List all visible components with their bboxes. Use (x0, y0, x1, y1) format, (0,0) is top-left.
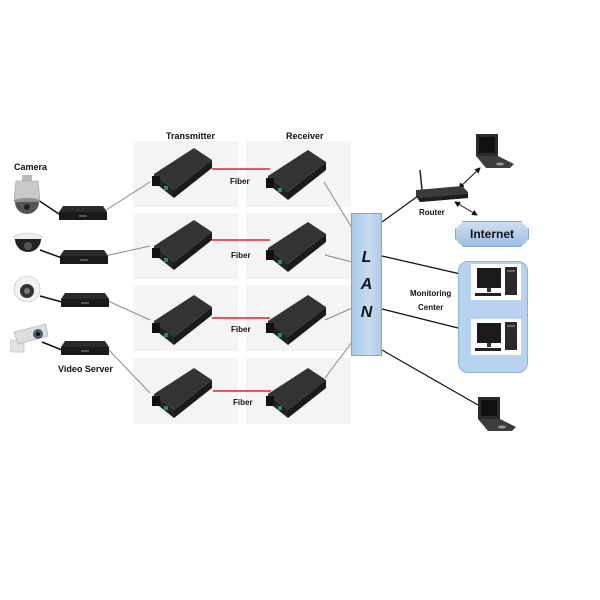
video-server-icon-4 (61, 341, 109, 355)
receiver-label: Receiver (286, 131, 324, 141)
transmitter-converter-icon-4 (152, 368, 212, 418)
transmitter-converter-icon-3 (152, 295, 212, 345)
video-server-icon-3 (61, 293, 109, 307)
lan-cable-1 (323, 181, 353, 229)
lan-cable-2 (324, 254, 353, 263)
video-server-icon-2 (60, 250, 108, 264)
video-server-icon-1 (59, 206, 107, 220)
video-server-label: Video Server (58, 364, 113, 374)
camera-cable-4 (41, 341, 63, 351)
lan-switch: L A N (351, 213, 382, 356)
internet-cloud: Internet (455, 221, 529, 247)
router-internet-arrow (454, 201, 478, 216)
lan-cable-3 (324, 307, 353, 321)
router-label: Router (419, 208, 445, 217)
router-laptop-arrow (458, 167, 481, 189)
laptop-icon-top (476, 134, 514, 168)
ptz-camera-icon (13, 175, 41, 214)
transmitter-converter-icon-1 (152, 148, 212, 198)
lan-router-cable (381, 195, 419, 223)
camera-cable-1 (37, 199, 63, 217)
lan-letter-l: L (361, 249, 372, 266)
camera-cable-3 (39, 295, 63, 303)
transmitter-label: Transmitter (166, 131, 216, 141)
lan-letter-a: A (360, 276, 373, 293)
fiber-label-3: Fiber (231, 325, 251, 334)
laptop-icon-bottom (478, 397, 516, 431)
bullet-camera-icon (10, 323, 49, 353)
receiver-converter-icon-3 (266, 295, 326, 345)
fiber-label-1: Fiber (230, 177, 250, 186)
server-cable-4 (107, 348, 151, 394)
desktop-computer-icon-1 (471, 264, 521, 300)
lan-letter-n: N (360, 304, 373, 321)
monitoring-center-label-line2: Center (418, 303, 444, 312)
ir-dome-camera-icon (13, 275, 41, 303)
receiver-converter-icon-1 (266, 150, 326, 200)
camera-cable-2 (39, 249, 63, 259)
receiver-converter-icon-4 (266, 368, 326, 418)
server-cable-1 (102, 181, 151, 213)
server-cable-2 (104, 245, 151, 257)
lan-cable-4 (324, 341, 353, 379)
desktop-computer-icon-2 (471, 319, 521, 355)
router-icon (416, 169, 468, 202)
monitoring-center-label-line1: Monitoring (410, 289, 452, 298)
fiber-label-4: Fiber (233, 398, 253, 407)
fiber-label-2: Fiber (231, 251, 251, 260)
server-cable-3 (107, 300, 151, 321)
transmitter-converter-icon-2 (152, 220, 212, 270)
dome-camera-icon (13, 232, 43, 252)
receiver-converter-icon-2 (266, 222, 326, 272)
lan-laptop-cable (381, 349, 479, 406)
camera-label: Camera (14, 162, 48, 172)
